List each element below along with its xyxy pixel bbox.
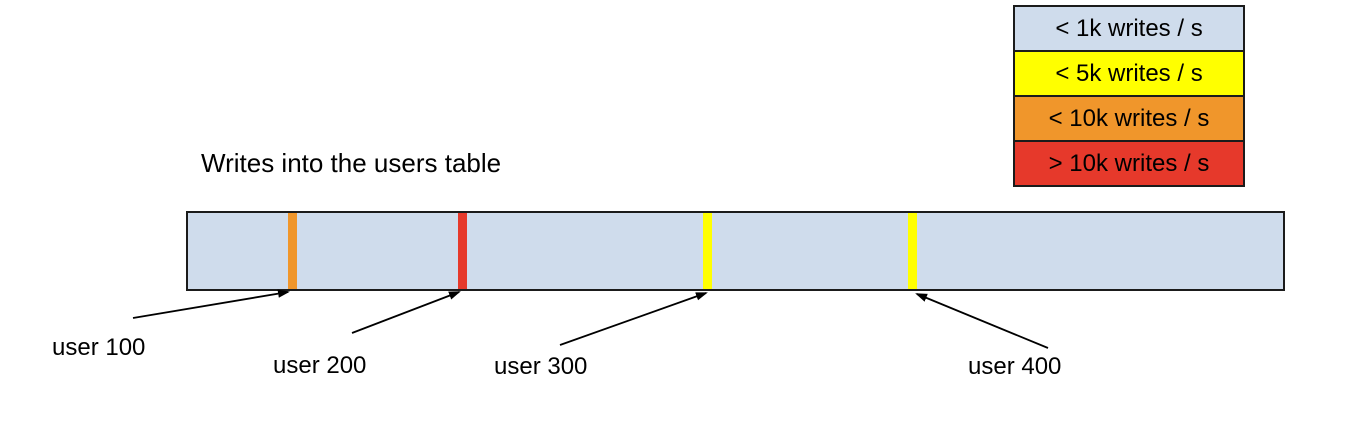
callout-label-user-300: user 300 — [494, 353, 588, 380]
arrow-user-300 — [559, 292, 708, 346]
users-table-bar — [186, 211, 1285, 291]
callout-label-user-100: user 100 — [52, 334, 146, 361]
callout-label-user-200: user 200 — [273, 352, 367, 379]
arrow-user-200 — [351, 291, 461, 334]
arrow-user-100 — [132, 289, 290, 319]
legend-item-lt-1k: < 1k writes / s — [1013, 5, 1245, 52]
legend: < 1k writes / s < 5k writes / s < 10k wr… — [1013, 5, 1245, 187]
legend-item-lt-10k: < 10k writes / s — [1013, 95, 1245, 142]
diagram-title: Writes into the users table — [201, 148, 502, 178]
callout-label-user-400: user 400 — [968, 353, 1062, 380]
legend-item-gt-10k: > 10k writes / s — [1013, 140, 1245, 187]
legend-item-lt-5k: < 5k writes / s — [1013, 50, 1245, 97]
write-marker-user-200 — [458, 213, 467, 289]
write-marker-user-100 — [288, 213, 297, 289]
write-marker-user-400 — [908, 213, 917, 289]
write-marker-user-300 — [703, 213, 712, 289]
arrow-user-400 — [915, 293, 1049, 349]
